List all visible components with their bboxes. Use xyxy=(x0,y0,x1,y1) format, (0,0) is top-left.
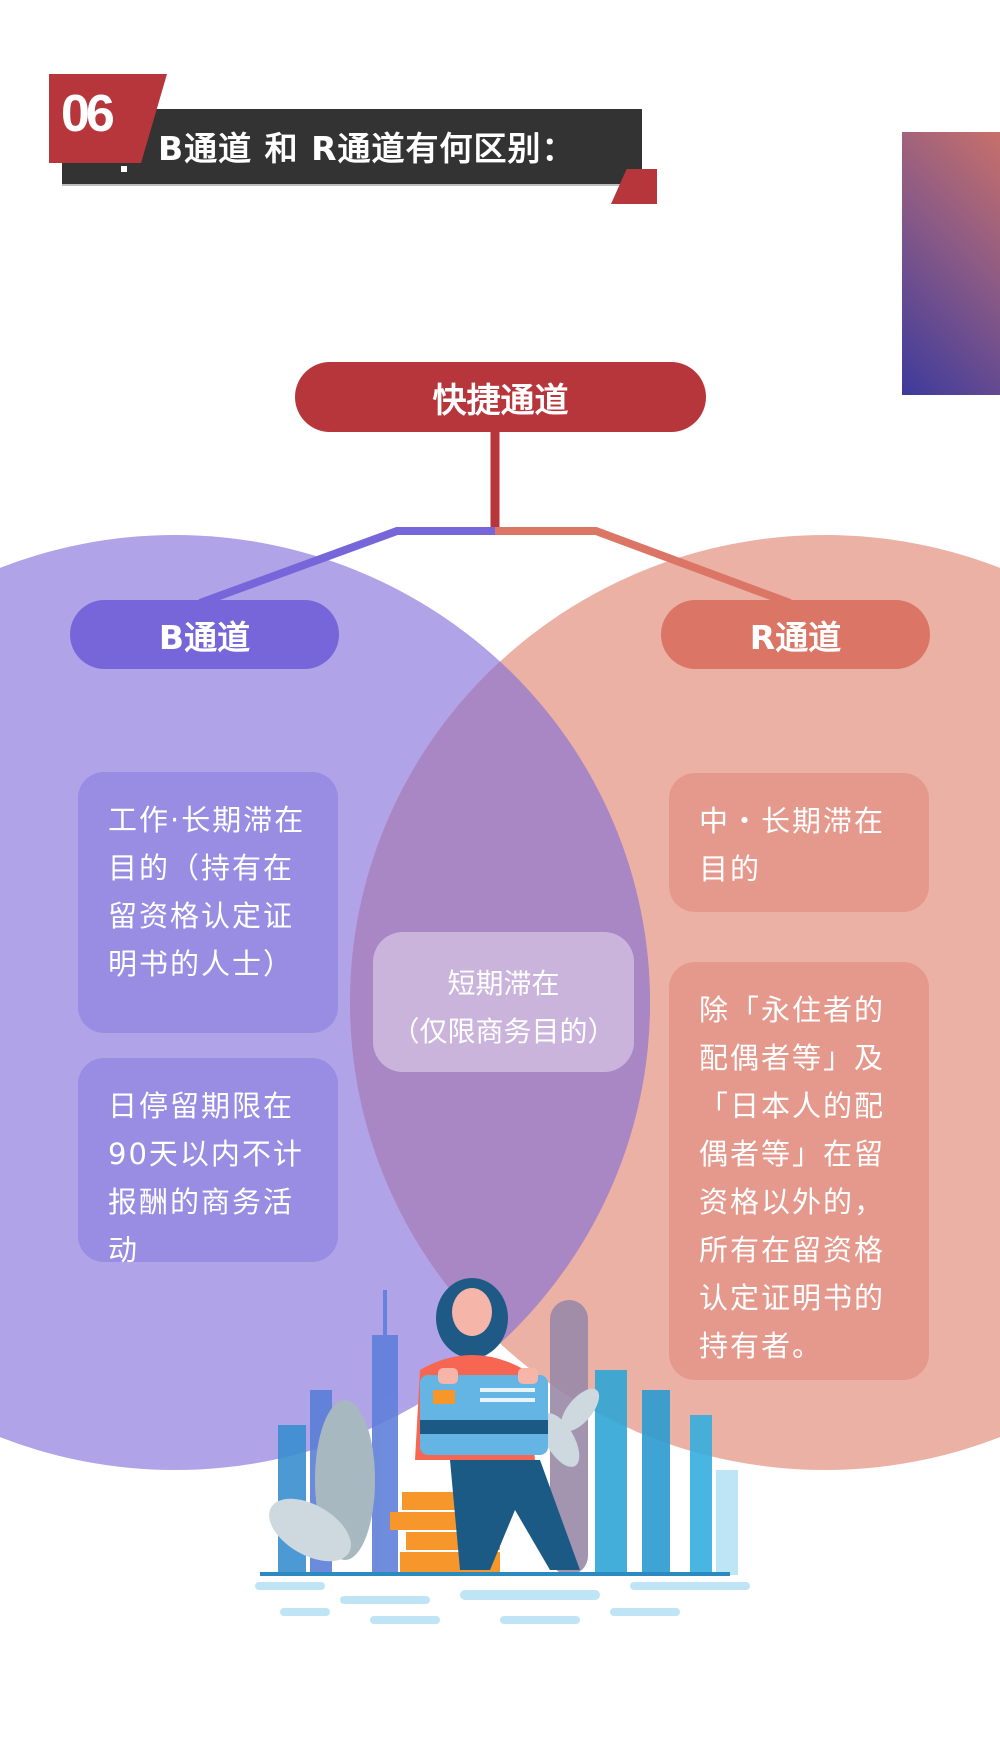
page-title: B通道 和 R通道有何区别： xyxy=(158,129,576,168)
root-node-label: 快捷通道 xyxy=(432,380,569,421)
b-item-short-business: 日停留期限在90天以内不计报酬的商务活动 xyxy=(78,1058,338,1267)
root-node-express-channel: 快捷通道 xyxy=(295,362,706,432)
b-channel-node: B通道 xyxy=(70,600,339,669)
r-channel-node: R通道 xyxy=(661,600,930,669)
overlap-line-1: 短期滞在 xyxy=(447,967,560,1000)
overlap-line-2: （仅限商务目的） xyxy=(391,1015,616,1048)
decorative-gradient-bar xyxy=(902,132,1000,395)
b-item-long-term: 工作·长期滞在目的（持有在留资格认定证明书的人士） xyxy=(78,772,338,1033)
b-channel-label: B通道 xyxy=(158,617,251,657)
r-item-mid-long-term: 中・长期滞在目的 xyxy=(669,773,929,912)
overlap-short-stay: 短期滞在 （仅限商务目的） xyxy=(373,932,634,1072)
header-title-bar xyxy=(62,109,642,186)
section-number: 06 xyxy=(61,85,115,143)
r-channel-label: R通道 xyxy=(749,617,842,657)
illustration-woman-credit-card xyxy=(255,1278,750,1624)
r-item-certificate-holders: 除「永住者的配偶者等」及「日本人的配偶者等」在留资格以外的，所有在留资格认定证明… xyxy=(669,962,929,1380)
connector-lines xyxy=(198,432,792,607)
decorative-dot xyxy=(121,166,127,172)
